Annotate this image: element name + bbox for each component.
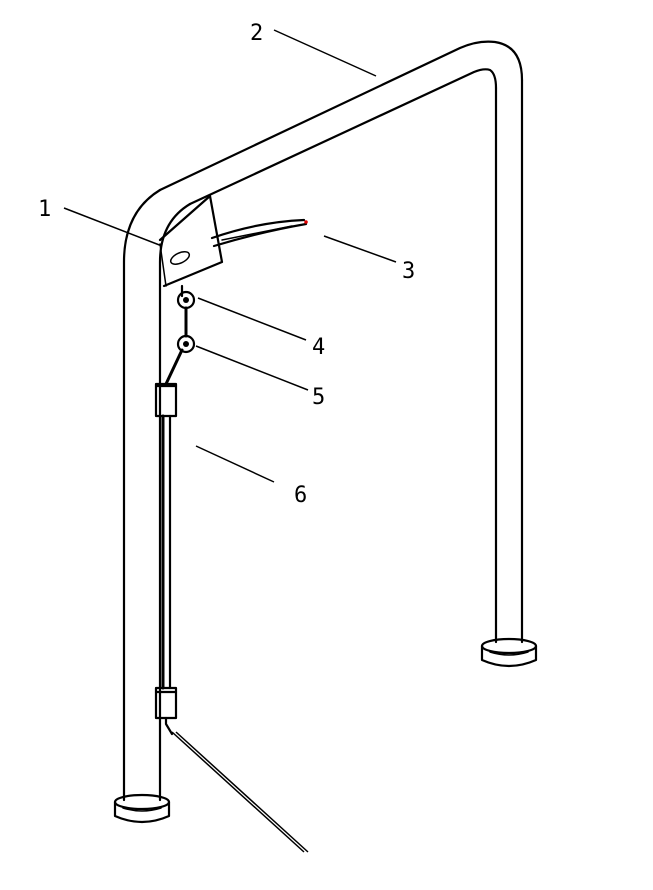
top-rail	[158, 40, 524, 206]
right-post	[494, 78, 524, 644]
leader-line-3	[323, 235, 397, 263]
callout-2: 2	[250, 21, 263, 46]
leader-line-1	[63, 207, 163, 247]
callout-3: 3	[402, 259, 415, 284]
callout-labels: 1 2 3 4 5 6	[38, 21, 415, 508]
callout-4: 4	[312, 335, 325, 360]
rod-assembly	[154, 382, 178, 736]
callout-6: 6	[294, 483, 307, 508]
lower-connector	[164, 334, 196, 386]
left-base-foot	[113, 793, 171, 824]
leader-line-2	[273, 29, 377, 77]
leader-lines	[63, 29, 397, 853]
callout-5: 5	[312, 385, 325, 410]
leader-line-5	[195, 345, 309, 391]
upper-connector	[176, 284, 196, 338]
arm-lever	[210, 218, 308, 248]
leader-line-4	[197, 297, 307, 341]
arm-tip-marker	[304, 220, 308, 224]
leader-line-bottom	[171, 731, 305, 853]
mounting-bracket	[158, 194, 224, 288]
leader-line-6	[195, 445, 275, 483]
right-base-foot	[480, 637, 538, 668]
callout-1: 1	[38, 197, 51, 222]
left-post	[122, 188, 192, 802]
